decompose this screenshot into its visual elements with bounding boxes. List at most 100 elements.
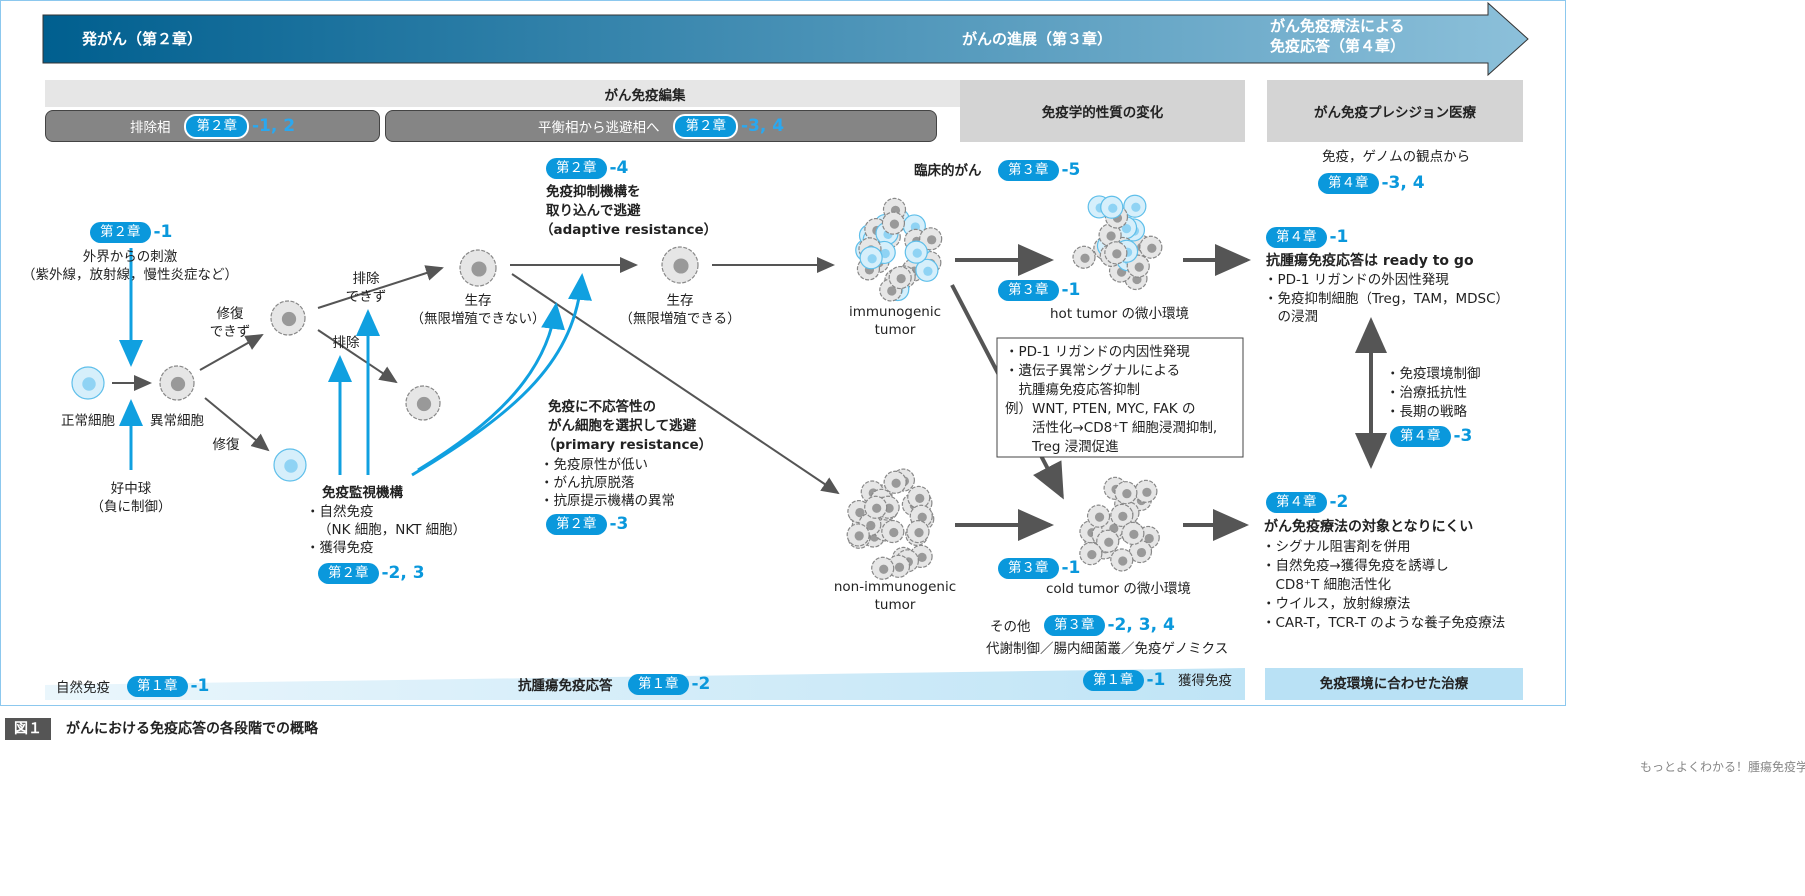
neutrophil-label: 好中球 [110, 481, 152, 497]
tumor-cell-icon [1110, 548, 1134, 572]
tumor-cell-icon [661, 246, 699, 284]
tumor-cell-icon [864, 495, 888, 519]
repair-label: 修復 [212, 437, 240, 453]
surveillance-item: ・獲得免疫 [306, 540, 374, 556]
stage-banner-arrow [42, 1, 1529, 77]
primary-text: がん細胞を選択して逃避 [548, 418, 697, 434]
normal-cell-icon [273, 448, 307, 482]
chapter-badge: 第１章-2 [628, 674, 710, 695]
tumor-cell-icon [906, 520, 930, 544]
chapter-badge: 第４章-3 [1390, 426, 1472, 447]
primary-item: ・抗原提示機構の異常 [540, 493, 675, 509]
abnormal-cell-label: 異常細胞 [150, 413, 204, 429]
tumor-cell-icon [881, 211, 906, 235]
stage-carcinogenesis: 発がん（第２章） [82, 30, 203, 48]
chapter-badge: 第３章-1 [998, 280, 1080, 301]
tumor-cell-icon [1098, 223, 1122, 247]
eliminate-label: 排除 [332, 335, 360, 351]
tumor-cell-icon [1139, 235, 1163, 259]
cold-tumor-label: cold tumor の微小環境 [1046, 581, 1191, 597]
phase-elimination: 排除相 第２章-1, 2 [45, 110, 380, 142]
chapter-badge: 第３章-5 [998, 160, 1080, 181]
normal-cell-icon [904, 240, 928, 264]
ready-item: の浸潤 [1264, 309, 1318, 325]
innate-label: 自然免疫 [56, 680, 110, 696]
primary-text: 免疫に不応答性の [548, 399, 656, 415]
header-immuno-change: 免疫学的性質の変化 [960, 80, 1245, 142]
stage-immunotherapy-1: がん免疫療法による [1270, 17, 1405, 35]
surveillance-item: （NK 細胞，NKT 細胞） [318, 522, 467, 538]
diagram-arrows [45, 194, 1523, 700]
tumor-cell-icon [871, 556, 895, 580]
survive-unlimited-sub: （無限増殖できる） [619, 311, 741, 327]
cold-mechanism-box: ・PD-1 リガンドの内因性発現 ・遺伝子異常シグナルによる 抗腫瘍免疫応答抑制… [1005, 344, 1218, 455]
primary-item: ・免疫原性が低い [540, 457, 648, 473]
normal-cell-icon [859, 246, 883, 270]
ready-item: ・PD-1 リガンドの外因性発現 [1264, 272, 1449, 288]
surveillance-title: 免疫監視機構 [322, 485, 403, 501]
tumor-cell-icon [1134, 479, 1158, 503]
header-precision: がん免疫プレシジョン医療 [1267, 80, 1523, 142]
adaptive-text: 免疫抑制機構を [546, 184, 641, 200]
antitumor-label: 抗腫瘍免疫応答 [518, 678, 613, 694]
tumor-cell-icon [888, 265, 912, 290]
tumor-cell-icon [919, 227, 943, 251]
tumor-cell-icon [1096, 529, 1120, 553]
figure-frame [0, 0, 1566, 706]
tumor-cell-icon [1110, 503, 1134, 527]
normal-cell-icon [1123, 194, 1147, 218]
tumor-cell-icon [270, 300, 306, 336]
tumor-cell-icon [881, 519, 905, 544]
repair-fail-label-2: できず [209, 324, 251, 340]
genome-label: 免疫，ゲノムの観点から [1322, 149, 1471, 165]
chapter-badge: 第３章-2, 3, 4 [1044, 615, 1175, 636]
non-immunogenic-label-2: tumor [874, 597, 916, 613]
immunogenic-label: immunogenic [848, 304, 942, 320]
strategy-item: ・長期の戦略 [1386, 404, 1467, 420]
acquired-label: 獲得免疫 [1178, 673, 1232, 689]
tumor-cell-icon [1079, 542, 1103, 566]
primary-item: ・がん抗原脱落 [540, 475, 635, 491]
tumor-cell-icon [1072, 245, 1096, 269]
survive-label: 生存 [464, 293, 492, 309]
ready-item: ・免疫抑制細胞（Treg，TAM，MDSC） [1264, 291, 1510, 307]
chapter-badge: 第１章-1 [127, 676, 209, 697]
stage-immunotherapy-2: 免疫応答（第４章） [1270, 37, 1406, 55]
normal-cell-label: 正常細胞 [61, 413, 115, 429]
clinical-cancer-label: 臨床的がん [914, 163, 982, 179]
tumor-cell-icon [846, 523, 870, 547]
strategy-item: ・治療抵抗性 [1386, 385, 1467, 401]
source-credit: もっとよくわかる！腫瘍免疫学 [1640, 760, 1805, 774]
chapter-badge: 第１章-1 [1083, 670, 1165, 691]
normal-cell-icon [1100, 195, 1124, 219]
figure-number: 図１ [5, 718, 51, 740]
strategy-item: ・免疫環境制御 [1386, 366, 1481, 382]
tumor-cell-icon [1114, 481, 1138, 505]
chapter-badge: 第２章-3 [546, 514, 628, 535]
tumor-cell-icon [1121, 521, 1145, 546]
chapter-badge: 第４章-1 [1266, 227, 1348, 248]
tumor-cell-icon [405, 385, 441, 421]
stimulus-sub: （紫外線，放射線，慢性炎症など） [22, 267, 238, 283]
chapter-badge: 第３章-1 [998, 558, 1080, 579]
primary-text: （primary resistance） [542, 437, 713, 453]
adaptive-text: （adaptive resistance） [540, 222, 718, 238]
ready-title: 抗腫瘍免疫応答は ready to go [1266, 253, 1474, 269]
hot-tumor-label: hot tumor の微小環境 [1050, 306, 1190, 322]
normal-cell-icon [915, 258, 939, 282]
chapter-badge: 第２章-1, 2 [184, 113, 295, 139]
tumor-cell-icon [907, 485, 931, 509]
stimulus-label: 外界からの刺激 [82, 249, 178, 265]
stage-progression: がんの進展（第３章） [962, 30, 1113, 48]
tumor-cell-icon [159, 365, 195, 401]
chapter-badge: 第４章-3, 4 [1318, 173, 1425, 194]
chapter-badge: 第２章-1 [90, 222, 172, 243]
surveillance-item: ・自然免疫 [306, 504, 374, 520]
hard-item: ・ウイルス，放射線療法 [1262, 596, 1411, 612]
other-label: その他 [990, 619, 1031, 635]
adaptive-text: 取り込んで逃避 [546, 203, 641, 219]
treatment-label: 免疫環境に合わせた治療 [1319, 676, 1469, 692]
equilibrium-label: 平衡相から逃避相へ [537, 120, 660, 136]
survive-unlimited-label: 生存 [666, 293, 694, 309]
neutrophil-sub: （負に制御） [90, 499, 172, 515]
